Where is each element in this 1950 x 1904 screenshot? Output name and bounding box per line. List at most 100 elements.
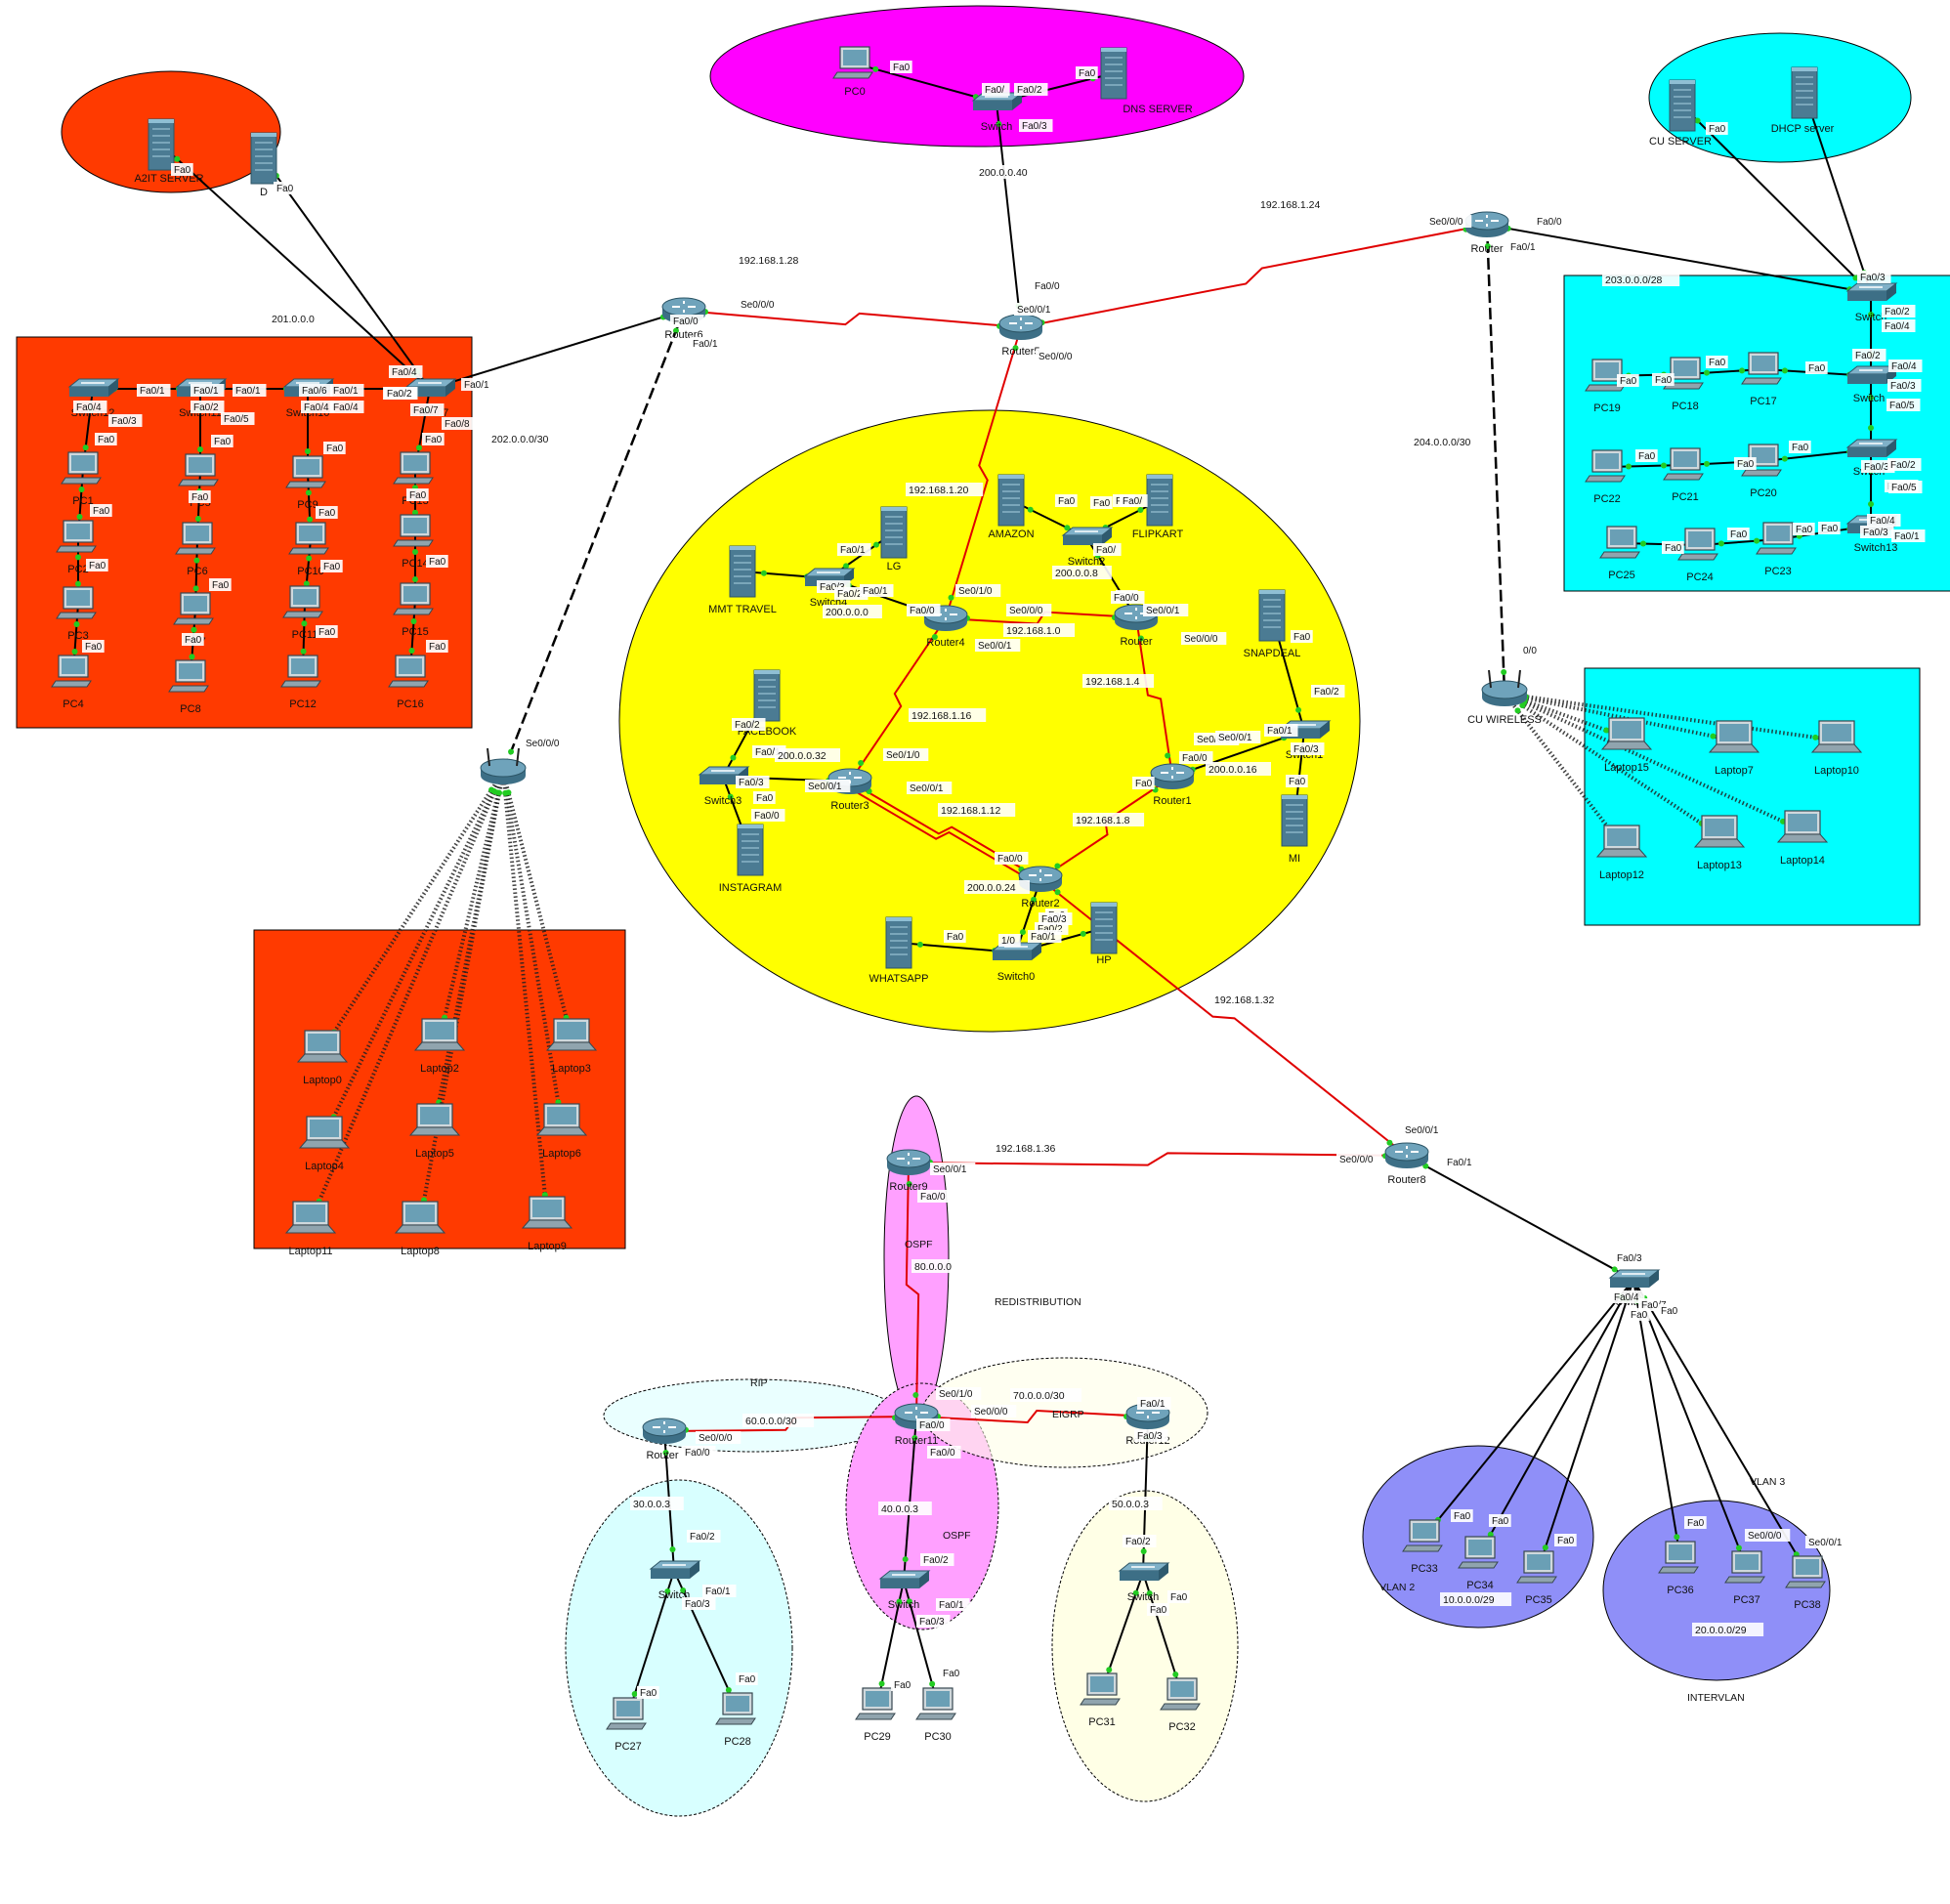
link-dashed-router_cu-cu_wireless[interactable] [1485,224,1506,695]
link-serial-router8-router9[interactable] [908,1152,1408,1166]
switch-sw_eigrp[interactable]: Switch [1118,1562,1170,1603]
switch-sw_ospf[interactable]: Switch [878,1570,931,1611]
pc-pc20[interactable]: PC20 [1741,444,1782,499]
pc-pc25[interactable]: PC25 [1599,526,1640,581]
pc-pc30[interactable]: PC30 [915,1687,956,1743]
pc-pc32[interactable]: PC32 [1160,1677,1201,1733]
switch-switch2[interactable]: Switch2 [1061,527,1114,568]
router-router8[interactable]: Router8 [1384,1142,1429,1186]
laptop-laptop13[interactable]: Laptop13 [1693,815,1746,871]
link-ethernet-cu_server-sw_cu1[interactable] [1681,105,1872,294]
link-serial-router4-router3[interactable] [849,617,947,783]
pc-pc1[interactable]: PC1 [61,451,102,507]
link-ethernet-sw_rip-pc28[interactable] [673,1570,739,1711]
pc-pc3[interactable]: PC3 [56,586,97,642]
server-dhcp[interactable]: DHCP server [1771,66,1835,135]
link-ethernet-pc0-sw_dns[interactable] [854,63,997,104]
laptop-laptop2[interactable]: Laptop2 [413,1018,466,1075]
pc-pc34[interactable]: PC34 [1458,1536,1499,1591]
pc-pc9[interactable]: PC9 [285,455,326,511]
pc-pc24[interactable]: PC24 [1677,528,1718,583]
link-serial-router9-router11[interactable] [905,1162,920,1417]
pc-pc2[interactable]: PC2 [56,520,97,575]
link-wireless-wrt_left-laptop0[interactable] [320,770,505,1052]
pc-pc37[interactable]: PC37 [1724,1550,1765,1606]
laptop-laptop6[interactable]: Laptop6 [535,1103,588,1160]
link-wireless-cu_wireless-laptop10[interactable] [1504,692,1838,742]
router-router1[interactable]: Router1 [1150,763,1195,807]
link-ethernet-sw_rip-pc27[interactable] [627,1570,675,1715]
link-ethernet-router8-sw_vlan[interactable] [1406,1155,1634,1281]
pc-pc35[interactable]: PC35 [1516,1550,1557,1606]
link-wireless-wrt_left-laptop3[interactable] [501,771,573,1039]
laptop-laptop3[interactable]: Laptop3 [545,1018,598,1075]
server-d[interactable]: D [250,132,277,198]
link-ethernet-sw_vlan-pc34[interactable] [1479,1279,1634,1554]
server-facebook[interactable]: FACEBOOK [738,669,797,738]
laptop-laptop12[interactable]: Laptop12 [1595,825,1648,881]
laptop-laptop10[interactable]: Laptop10 [1810,720,1863,777]
pc-pc21[interactable]: PC21 [1663,447,1704,503]
laptop-laptop5[interactable]: Laptop5 [408,1103,461,1160]
link-ethernet-sw_vlan-pc37[interactable] [1632,1279,1748,1569]
switch-switch3[interactable]: Switch3 [698,766,750,807]
link-ethernet-sw_dns-router5[interactable] [996,102,1022,328]
switch-sw_cu2[interactable]: Switch [1845,365,1898,404]
link-serial-router5-router_cu[interactable] [1020,224,1488,328]
pc-pc28[interactable]: PC28 [715,1692,756,1748]
server-lg[interactable]: LG [880,506,908,572]
server-amazon[interactable]: AMAZON [988,474,1035,540]
link-ethernet-sw_vlan-pc33[interactable] [1423,1279,1634,1538]
link-ethernet-d-sw7[interactable] [263,157,431,390]
link-serial-router1-router2[interactable] [1039,776,1173,880]
pc-pc4[interactable]: PC4 [51,655,92,710]
laptop-laptop8[interactable]: Laptop8 [394,1201,446,1257]
link-wireless-cu_wireless-laptop12[interactable] [1503,692,1624,847]
link-ethernet-router11-sw_ospf[interactable] [903,1416,917,1582]
router-router_cu[interactable]: Router [1464,211,1509,255]
pc-pc23[interactable]: PC23 [1756,522,1797,577]
switch-switch0[interactable]: Switch0 [991,942,1043,983]
link-serial-router3-router2[interactable] [846,785,1039,886]
router-router9[interactable]: Router9 [886,1149,931,1193]
link-ethernet-router_cu-sw_cu1[interactable] [1486,224,1872,294]
link-serial-router5-router4[interactable] [945,326,1022,619]
link-wireless-wrt_left-laptop4[interactable] [322,771,505,1137]
laptop-laptop7[interactable]: Laptop7 [1708,720,1760,777]
link-wireless-wrt_left-laptop2[interactable] [438,771,505,1039]
pc-pc38[interactable]: PC38 [1785,1555,1826,1611]
wireless-wrt_left[interactable] [480,747,527,784]
laptop-laptop0[interactable]: Laptop0 [296,1030,349,1086]
link-serial-router11-router12[interactable] [915,1409,1149,1424]
pc-pc8[interactable]: PC8 [168,659,209,715]
pc-pc14[interactable]: PC14 [393,514,434,570]
link-ethernet-dhcp-sw_cu1[interactable] [1803,92,1872,294]
link-ethernet-a2it-sw7[interactable] [160,144,431,390]
pc-pc27[interactable]: PC27 [606,1697,647,1753]
server-mmt[interactable]: MMT TRAVEL [708,545,777,615]
server-whatsapp[interactable]: WHATSAPP [869,916,929,985]
link-wireless-wrt_left-laptop9[interactable] [501,771,549,1217]
server-hp[interactable]: HP [1090,902,1118,966]
server-instagram[interactable]: INSTAGRAM [719,824,783,894]
pc-pc36[interactable]: PC36 [1658,1541,1699,1596]
link-serial-router_y-router1[interactable] [1135,616,1173,778]
server-dns[interactable]: DNS SERVER [1100,47,1193,115]
pc-pc17[interactable]: PC17 [1741,352,1782,407]
pc-pc12[interactable]: PC12 [280,655,321,710]
pc-pc31[interactable]: PC31 [1080,1672,1121,1728]
pc-pc33[interactable]: PC33 [1402,1519,1443,1575]
pc-pc15[interactable]: PC15 [393,582,434,638]
router-router5[interactable]: Router5 [998,314,1043,358]
laptop-laptop4[interactable]: Laptop4 [298,1116,351,1172]
link-wireless-wrt_left-laptop6[interactable] [501,771,564,1124]
pc-pc16[interactable]: PC16 [388,655,429,710]
link-serial-router6-router5[interactable] [683,310,1022,328]
laptop-laptop14[interactable]: Laptop14 [1776,810,1829,867]
pc-pc0[interactable]: PC0 [832,46,873,98]
switch-sw_cu1[interactable]: Switch [1845,282,1898,323]
pc-pc18[interactable]: PC18 [1663,357,1704,412]
link-ethernet-sw_vlan-pc35[interactable] [1538,1279,1634,1569]
pc-pc10[interactable]: PC10 [288,522,329,577]
pc-pc19[interactable]: PC19 [1585,359,1626,414]
